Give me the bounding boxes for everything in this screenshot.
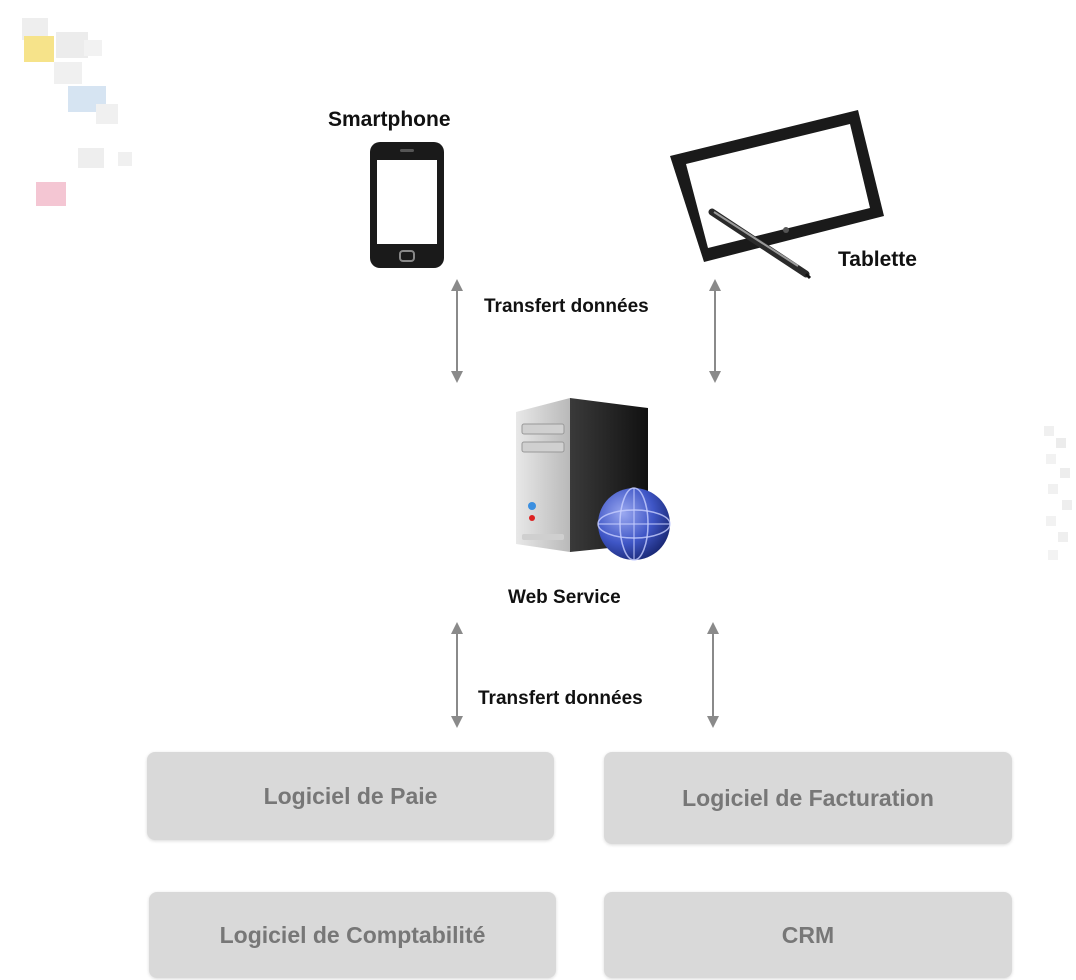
tablet-label: Tablette <box>838 248 917 271</box>
tablet-icon <box>670 110 884 280</box>
arrow-tablet-server <box>709 279 721 383</box>
module-invoicing: Logiciel de Facturation <box>604 752 1012 844</box>
module-payroll: Logiciel de Paie <box>147 752 554 840</box>
module-crm: CRM <box>604 892 1012 978</box>
transfer-label-top: Transfert données <box>484 296 649 317</box>
decorative-cubes-top-left <box>22 18 132 206</box>
server-label: Web Service <box>508 587 621 608</box>
decorative-pattern-right <box>1044 426 1072 560</box>
module-crm-label: CRM <box>781 921 835 948</box>
arrow-server-modules-left <box>451 622 463 728</box>
module-payroll-label: Logiciel de Paie <box>263 782 438 809</box>
arrow-smartphone-server <box>451 279 463 383</box>
module-invoicing-label: Logiciel de Facturation <box>682 784 934 811</box>
module-accounting: Logiciel de Comptabilité <box>149 892 556 978</box>
arrow-server-modules-right <box>707 622 719 728</box>
module-accounting-label: Logiciel de Comptabilité <box>219 921 486 948</box>
server-icon <box>516 398 671 561</box>
smartphone-icon <box>370 142 444 268</box>
smartphone-label: Smartphone <box>328 108 451 131</box>
transfer-label-bottom: Transfert données <box>478 688 643 709</box>
